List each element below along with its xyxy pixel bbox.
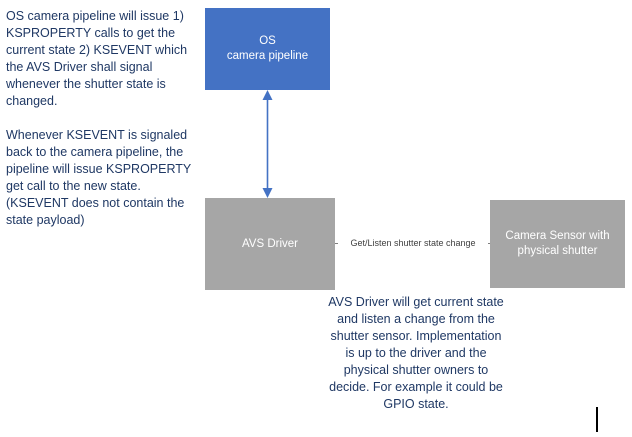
connector-avs-to-sensor-label: Get/Listen shutter state change xyxy=(338,237,488,249)
box-camera-sensor-label: Camera Sensor with physical shutter xyxy=(505,230,610,257)
box-camera-sensor: Camera Sensor with physical shutter xyxy=(490,200,625,288)
double-arrow-icon xyxy=(262,90,273,198)
note-os-pipeline-behavior: OS camera pipeline will issue 1) KSPROPE… xyxy=(6,9,192,227)
text-cursor xyxy=(596,407,598,432)
note-avs-driver-behavior: AVS Driver will get current state and li… xyxy=(328,295,504,411)
box-avs-driver: AVS Driver xyxy=(205,198,335,290)
box-os-camera-pipeline: OS camera pipeline xyxy=(205,8,330,90)
box-avs-driver-label: AVS Driver xyxy=(241,237,299,250)
box-os-camera-pipeline-label: OS camera pipeline xyxy=(226,35,309,62)
